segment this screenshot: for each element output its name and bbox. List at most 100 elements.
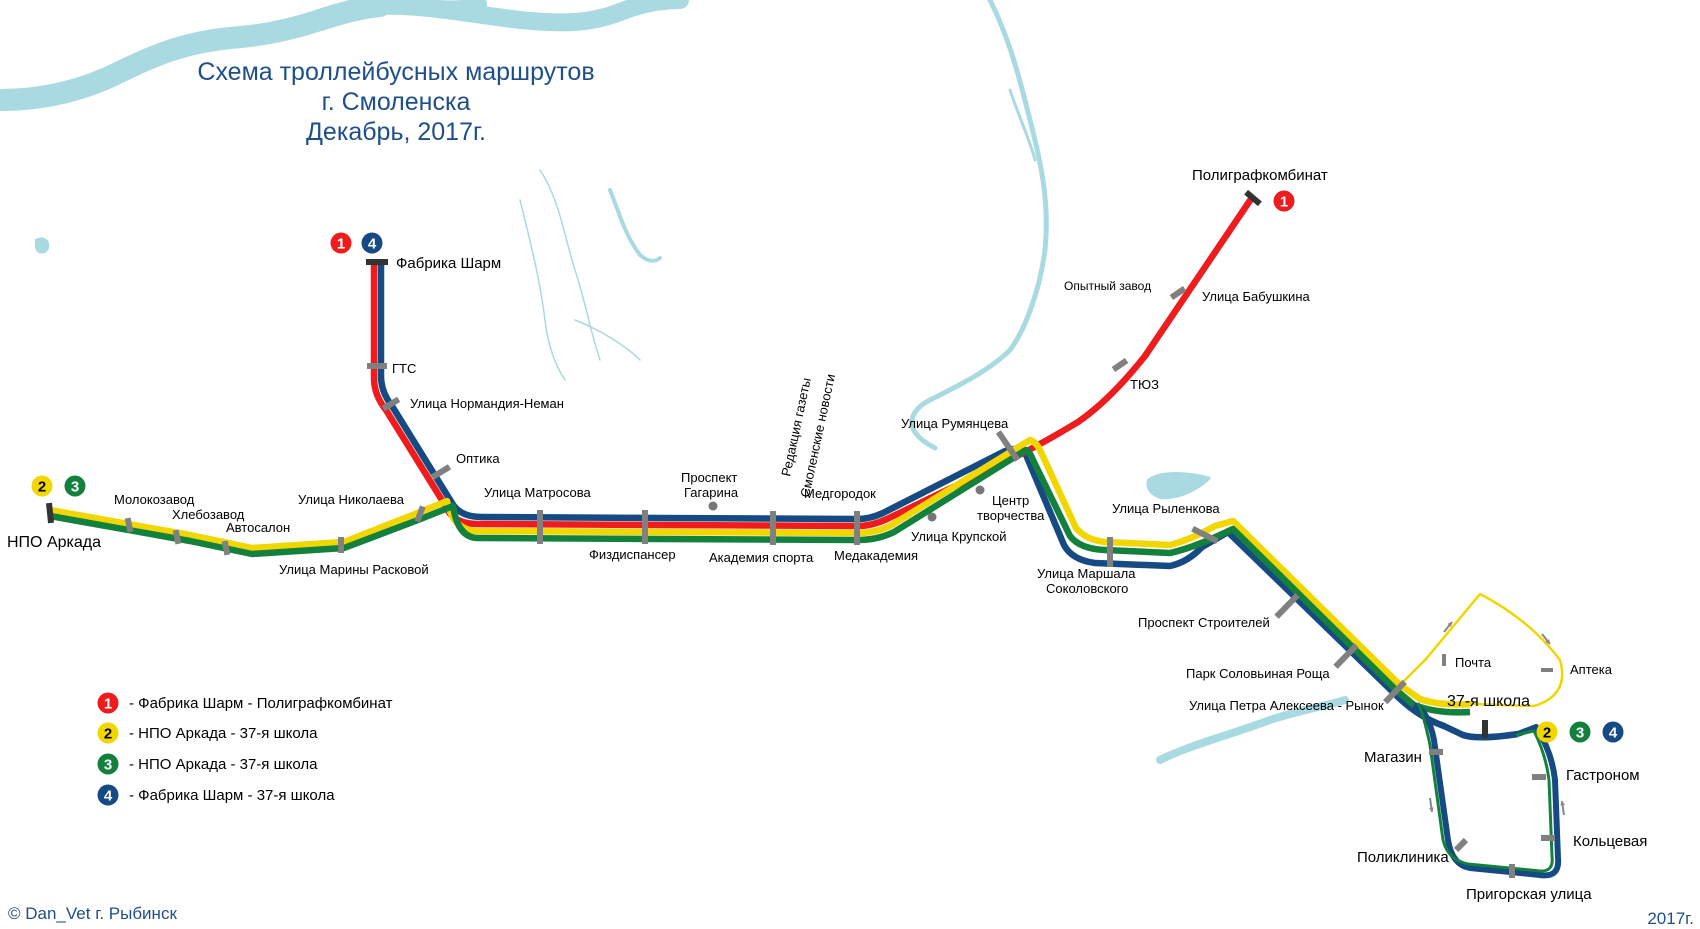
stop-label-matrosova: Улица Матросова [484,485,591,500]
badge-arkada-3 [64,475,86,497]
stop-label-gastronom: Гастроном [1566,767,1640,784]
stop-label-raskovoy: Улица Марины Расковой [279,562,429,577]
routes-layer [49,194,1565,879]
legend-item-2: 2 - НПО Аркада - 37-я школа [97,722,318,744]
stop-tick-nikolaeva [414,505,426,523]
stop-label-gagarina-1: Проспект [681,470,737,485]
stop-tick-hlebozavod [172,529,182,545]
stop-labels: ГТС Улица Нормандия-Неман Оптика Молокоз… [114,279,1647,903]
badge-num-sharm-1: 1 [337,236,345,253]
stop-label-prigorskaya: Пригорская улица [1466,886,1592,903]
lake-right-south [1156,696,1349,764]
badge-num-arkada-3: 3 [71,479,79,496]
stop-label-optika: Оптика [456,451,500,466]
stop-label-rumyanceva: Улица Румянцева [901,416,1009,431]
stop-tick-solovyinaya [1333,643,1359,669]
terminal-label-poligraf: Полиграфкомбинат [1192,167,1328,184]
stop-tick-babushkina [1169,286,1187,300]
legend-item-3: 3 - НПО Аркада - 37-я школа [97,753,318,775]
arrow-apteka-head [1545,639,1550,644]
badge-num-school-4: 4 [1609,725,1618,742]
lake-right [1146,472,1211,500]
stop-tick-rylenkova-2 [1191,525,1219,545]
stop-tick-normandia [381,396,401,412]
legend-badge-num-1: 1 [104,696,112,713]
stop-label-poliklinika: Поликлиника [1357,849,1449,866]
arrow-pochta-head [1447,622,1452,627]
tributary-east-upper [1008,88,1037,162]
stop-label-tyuz: ТЮЗ [1130,377,1159,392]
stream-centre [539,169,601,361]
stop-dot-krupskoy [927,512,937,522]
stop-label-medgorodok: Медгородок [804,486,876,501]
stop-tick-stroiteley [1274,593,1300,619]
main-river [0,0,391,111]
terminal-label-sharm: Фабрика Шарм [396,255,501,272]
badge-sharm-1 [330,232,352,254]
map-title: Схема троллейбусных маршрутов г. Смоленс… [197,58,594,146]
stop-tick-poliklinika [1453,837,1469,853]
stream-centre-2 [519,199,566,381]
stop-label-gagarina-2: Гагарина [684,485,739,500]
stop-label-nikolaeva: Улица Николаева [298,492,405,507]
stop-label-krupskoy: Улица Крупской [911,529,1007,544]
legend-item-4: 4 - Фабрика Шарм - 37-я школа [97,784,335,806]
badge-num-arkada-2: 2 [38,479,46,496]
legend-badge-4 [97,784,119,806]
terminal-bar-poligraf [1244,189,1262,207]
badge-school-2 [1536,721,1558,743]
legend-badge-num-2: 2 [104,726,112,743]
stop-dot-centr [975,485,985,495]
title-line-1: Схема троллейбусных маршрутов [197,58,594,86]
stop-tick-alekseeva [1383,679,1407,705]
stop-tick-rumyanceva [995,430,1021,462]
footer-author: © Dan_Vet г. Рыбинск [8,904,177,923]
stop-label-centr-2: творчества [977,508,1045,523]
badge-poligraf-1 [1273,190,1295,212]
stop-label-centr-1: Центр [992,493,1029,508]
stop-label-solovyinaya: Парк Соловьиная Роща [1186,666,1330,681]
badge-num-school-3: 3 [1576,725,1584,742]
stop-label-normandia: Улица Нормандия-Неман [410,396,564,411]
stop-tick-optika [430,464,452,480]
stop-label-opytny: Опытный завод [1064,279,1151,293]
stop-tick-molokozavod [124,517,134,533]
title-line-2: г. Смоленска [322,88,471,116]
badge-sharm-4 [361,232,383,254]
badge-arkada-2 [31,475,53,497]
legend-badge-num-4: 4 [104,788,113,805]
route-2-line [49,436,1473,708]
stop-label-fizdispanser: Физдиспансер [589,547,676,562]
stop-label-sokolovskogo-2: Соколовского [1046,581,1128,596]
legend-badge-2 [97,722,119,744]
stop-label-pochta: Почта [1455,655,1492,670]
pond-left [35,237,50,254]
legend-badge-3 [97,753,119,775]
legend-text-2: - НПО Аркада - 37-я школа [129,725,318,742]
arrow-magazin-head [1429,807,1434,812]
badge-school-3 [1569,721,1591,743]
terminal-label-arkada: НПО Аркада [7,534,101,551]
stop-label-stroiteley: Проспект Строителей [1138,615,1270,630]
badge-school-4 [1602,721,1624,743]
stop-label-magazin: Магазин [1364,749,1422,766]
stop-dot-gagarina [708,501,718,511]
stop-label-alekseeva: Улица Петра Алексеева - Рынок [1189,698,1384,713]
stops-layer [46,189,1555,878]
stop-label-sokolovskogo-1: Улица Маршала [1037,566,1136,581]
stop-label-kolcevaya: Кольцевая [1573,833,1647,850]
stop-label-babushkina: Улица Бабушкина [1202,289,1311,304]
terminal-label-school: 37-я школа [1447,693,1530,710]
legend: 1 - Фабрика Шарм - Полиграфкомбинат 2 - … [97,692,393,806]
stop-label-rylenkova: Улица Рыленкова [1112,501,1220,516]
stop-label-avtosalon: Автосалон [226,520,290,535]
stop-label-molokozavod: Молокозавод [114,492,195,507]
legend-item-1: 1 - Фабрика Шарм - Полиграфкомбинат [97,692,393,714]
stop-label-hlebozavod: Хлебозавод [172,507,245,522]
tributary-east [909,0,1049,451]
stop-label-apteka: Аптека [1570,662,1613,677]
stream-centre-4 [608,188,662,263]
water-layer [0,0,1349,764]
